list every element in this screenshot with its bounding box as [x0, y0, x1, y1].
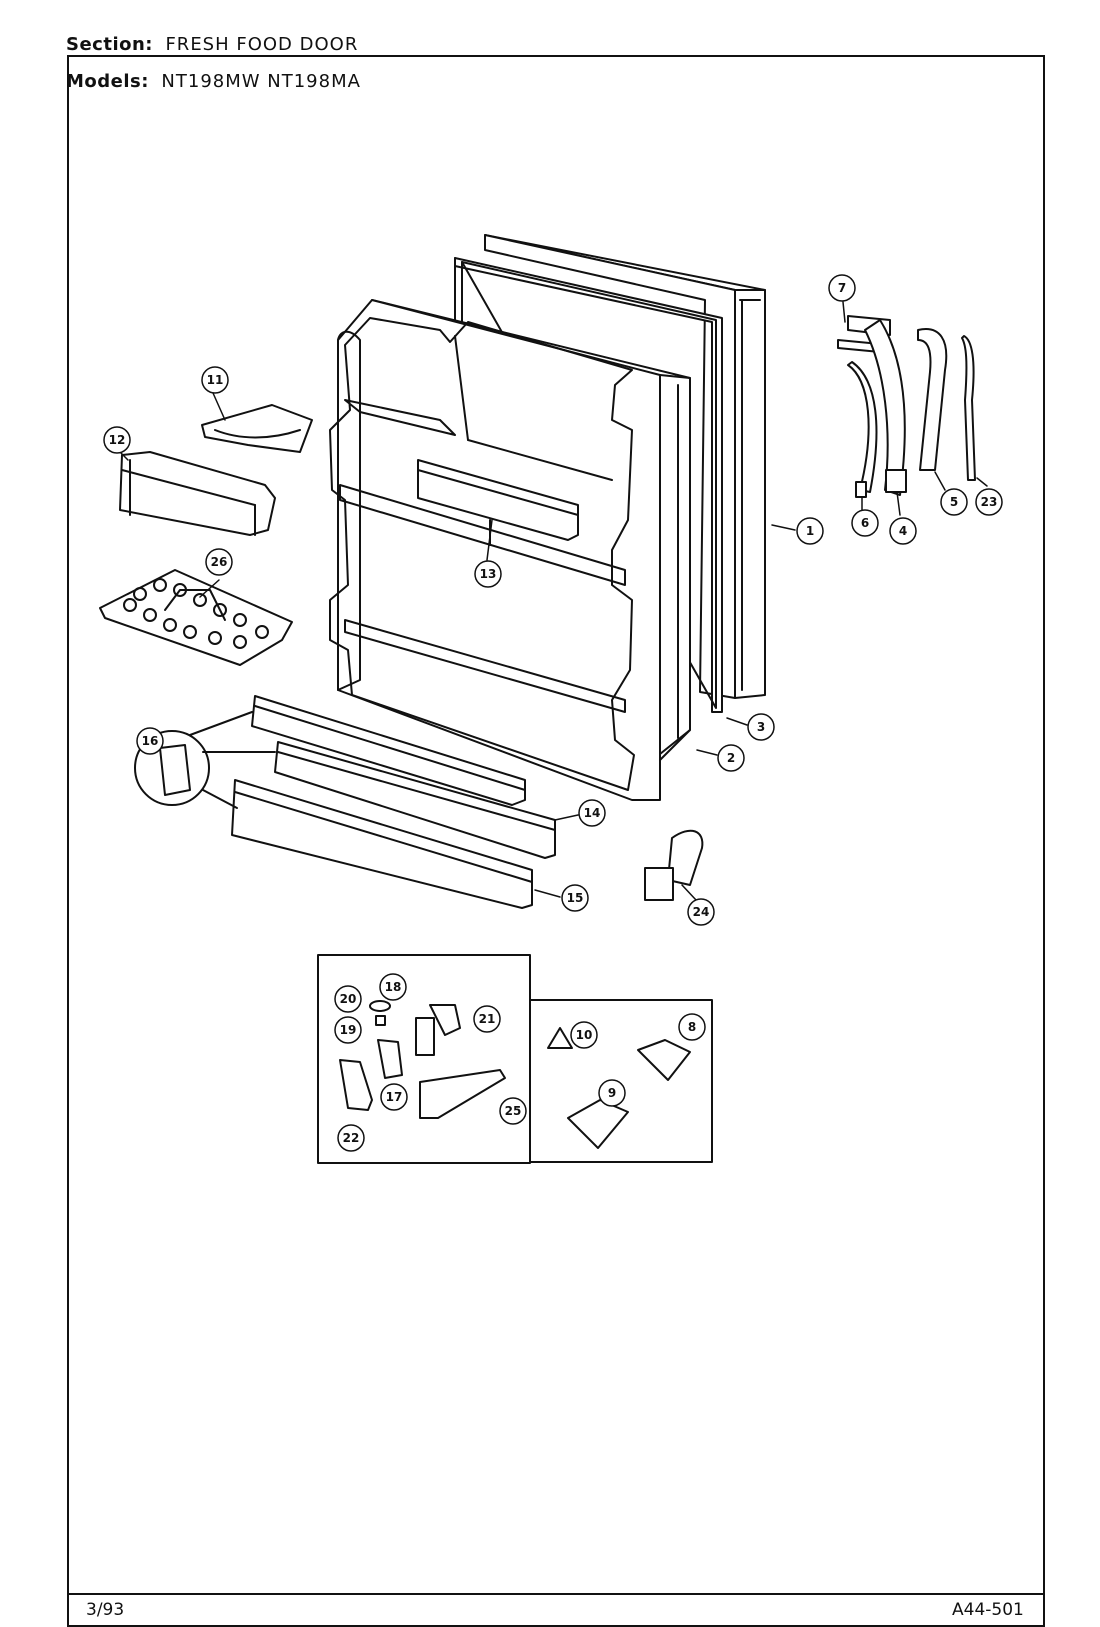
callout-19: 19	[334, 1016, 362, 1044]
svg-text:11: 11	[207, 373, 224, 387]
door-liner	[329, 299, 691, 801]
callout-24: 24	[687, 898, 715, 926]
callout-23: 23	[975, 488, 1003, 516]
callout-7: 7	[828, 274, 856, 302]
svg-text:24: 24	[693, 905, 710, 919]
callout-1: 1	[796, 517, 824, 545]
callout-10: 10	[570, 1021, 598, 1049]
svg-text:6: 6	[861, 516, 869, 530]
svg-text:21: 21	[479, 1012, 496, 1026]
callout-17: 17	[380, 1083, 408, 1111]
svg-text:14: 14	[584, 806, 601, 820]
door-handle	[644, 829, 704, 901]
svg-text:2: 2	[727, 751, 735, 765]
svg-text:4: 4	[899, 524, 907, 538]
svg-text:25: 25	[505, 1104, 522, 1118]
callout-5: 5	[940, 488, 968, 516]
svg-text:15: 15	[567, 891, 584, 905]
callout-9: 9	[598, 1079, 626, 1107]
dairy-compartment	[119, 451, 276, 536]
svg-text:20: 20	[340, 992, 357, 1006]
callout-26: 26	[205, 548, 233, 576]
svg-text:16: 16	[142, 734, 159, 748]
callout-13: 13	[474, 560, 502, 588]
svg-text:23: 23	[981, 495, 998, 509]
svg-text:12: 12	[109, 433, 126, 447]
callout-11: 11	[201, 366, 229, 394]
diagram-code: A44-501	[952, 1600, 1024, 1620]
door-hinge-parts	[837, 315, 976, 498]
models-heading: Models: NT198MW NT198MA	[66, 71, 361, 92]
svg-text:13: 13	[480, 567, 497, 581]
callout-8: 8	[678, 1013, 706, 1041]
hardware-inset-left	[317, 954, 531, 1164]
callout-14: 14	[578, 799, 606, 827]
callout-16: 16	[136, 727, 164, 755]
models-label: Models:	[66, 71, 149, 92]
callout-22: 22	[337, 1124, 365, 1152]
footer-divider	[69, 1593, 1043, 1595]
outer-door-panel	[484, 234, 766, 699]
svg-text:7: 7	[838, 281, 846, 295]
revision-date: 3/93	[86, 1600, 125, 1620]
callout-20: 20	[334, 985, 362, 1013]
models-value: NT198MW NT198MA	[161, 71, 361, 92]
svg-text:22: 22	[343, 1131, 360, 1145]
callout-12: 12	[103, 426, 131, 454]
callout-4: 4	[889, 517, 917, 545]
callout-18: 18	[379, 973, 407, 1001]
callout-2: 2	[717, 744, 745, 772]
hardware-inset-right	[529, 999, 713, 1163]
callout-6: 6	[851, 509, 879, 537]
svg-text:10: 10	[576, 1028, 593, 1042]
callout-21: 21	[473, 1005, 501, 1033]
svg-text:1: 1	[806, 524, 814, 538]
door-shelf-rails	[231, 695, 556, 909]
svg-text:3: 3	[757, 720, 765, 734]
svg-text:5: 5	[950, 495, 958, 509]
butter-door	[201, 404, 313, 453]
svg-text:18: 18	[385, 980, 402, 994]
section-value: FRESH FOOD DOOR	[165, 34, 359, 55]
svg-text:19: 19	[340, 1023, 357, 1037]
section-label: Section:	[66, 34, 153, 55]
egg-tray	[99, 569, 293, 666]
callout-15: 15	[561, 884, 589, 912]
callout-25: 25	[499, 1097, 527, 1125]
svg-text:17: 17	[386, 1090, 403, 1104]
exploded-parts-diagram: 1 2 3 4 5 6 7 8 9 10 11 12 13 14 15 16 1…	[99, 234, 1003, 1164]
svg-text:9: 9	[608, 1086, 616, 1100]
svg-text:8: 8	[688, 1020, 696, 1034]
callout-3: 3	[747, 713, 775, 741]
leader-lines	[120, 301, 988, 901]
section-heading: Section: FRESH FOOD DOOR	[66, 34, 358, 55]
svg-text:26: 26	[211, 555, 228, 569]
